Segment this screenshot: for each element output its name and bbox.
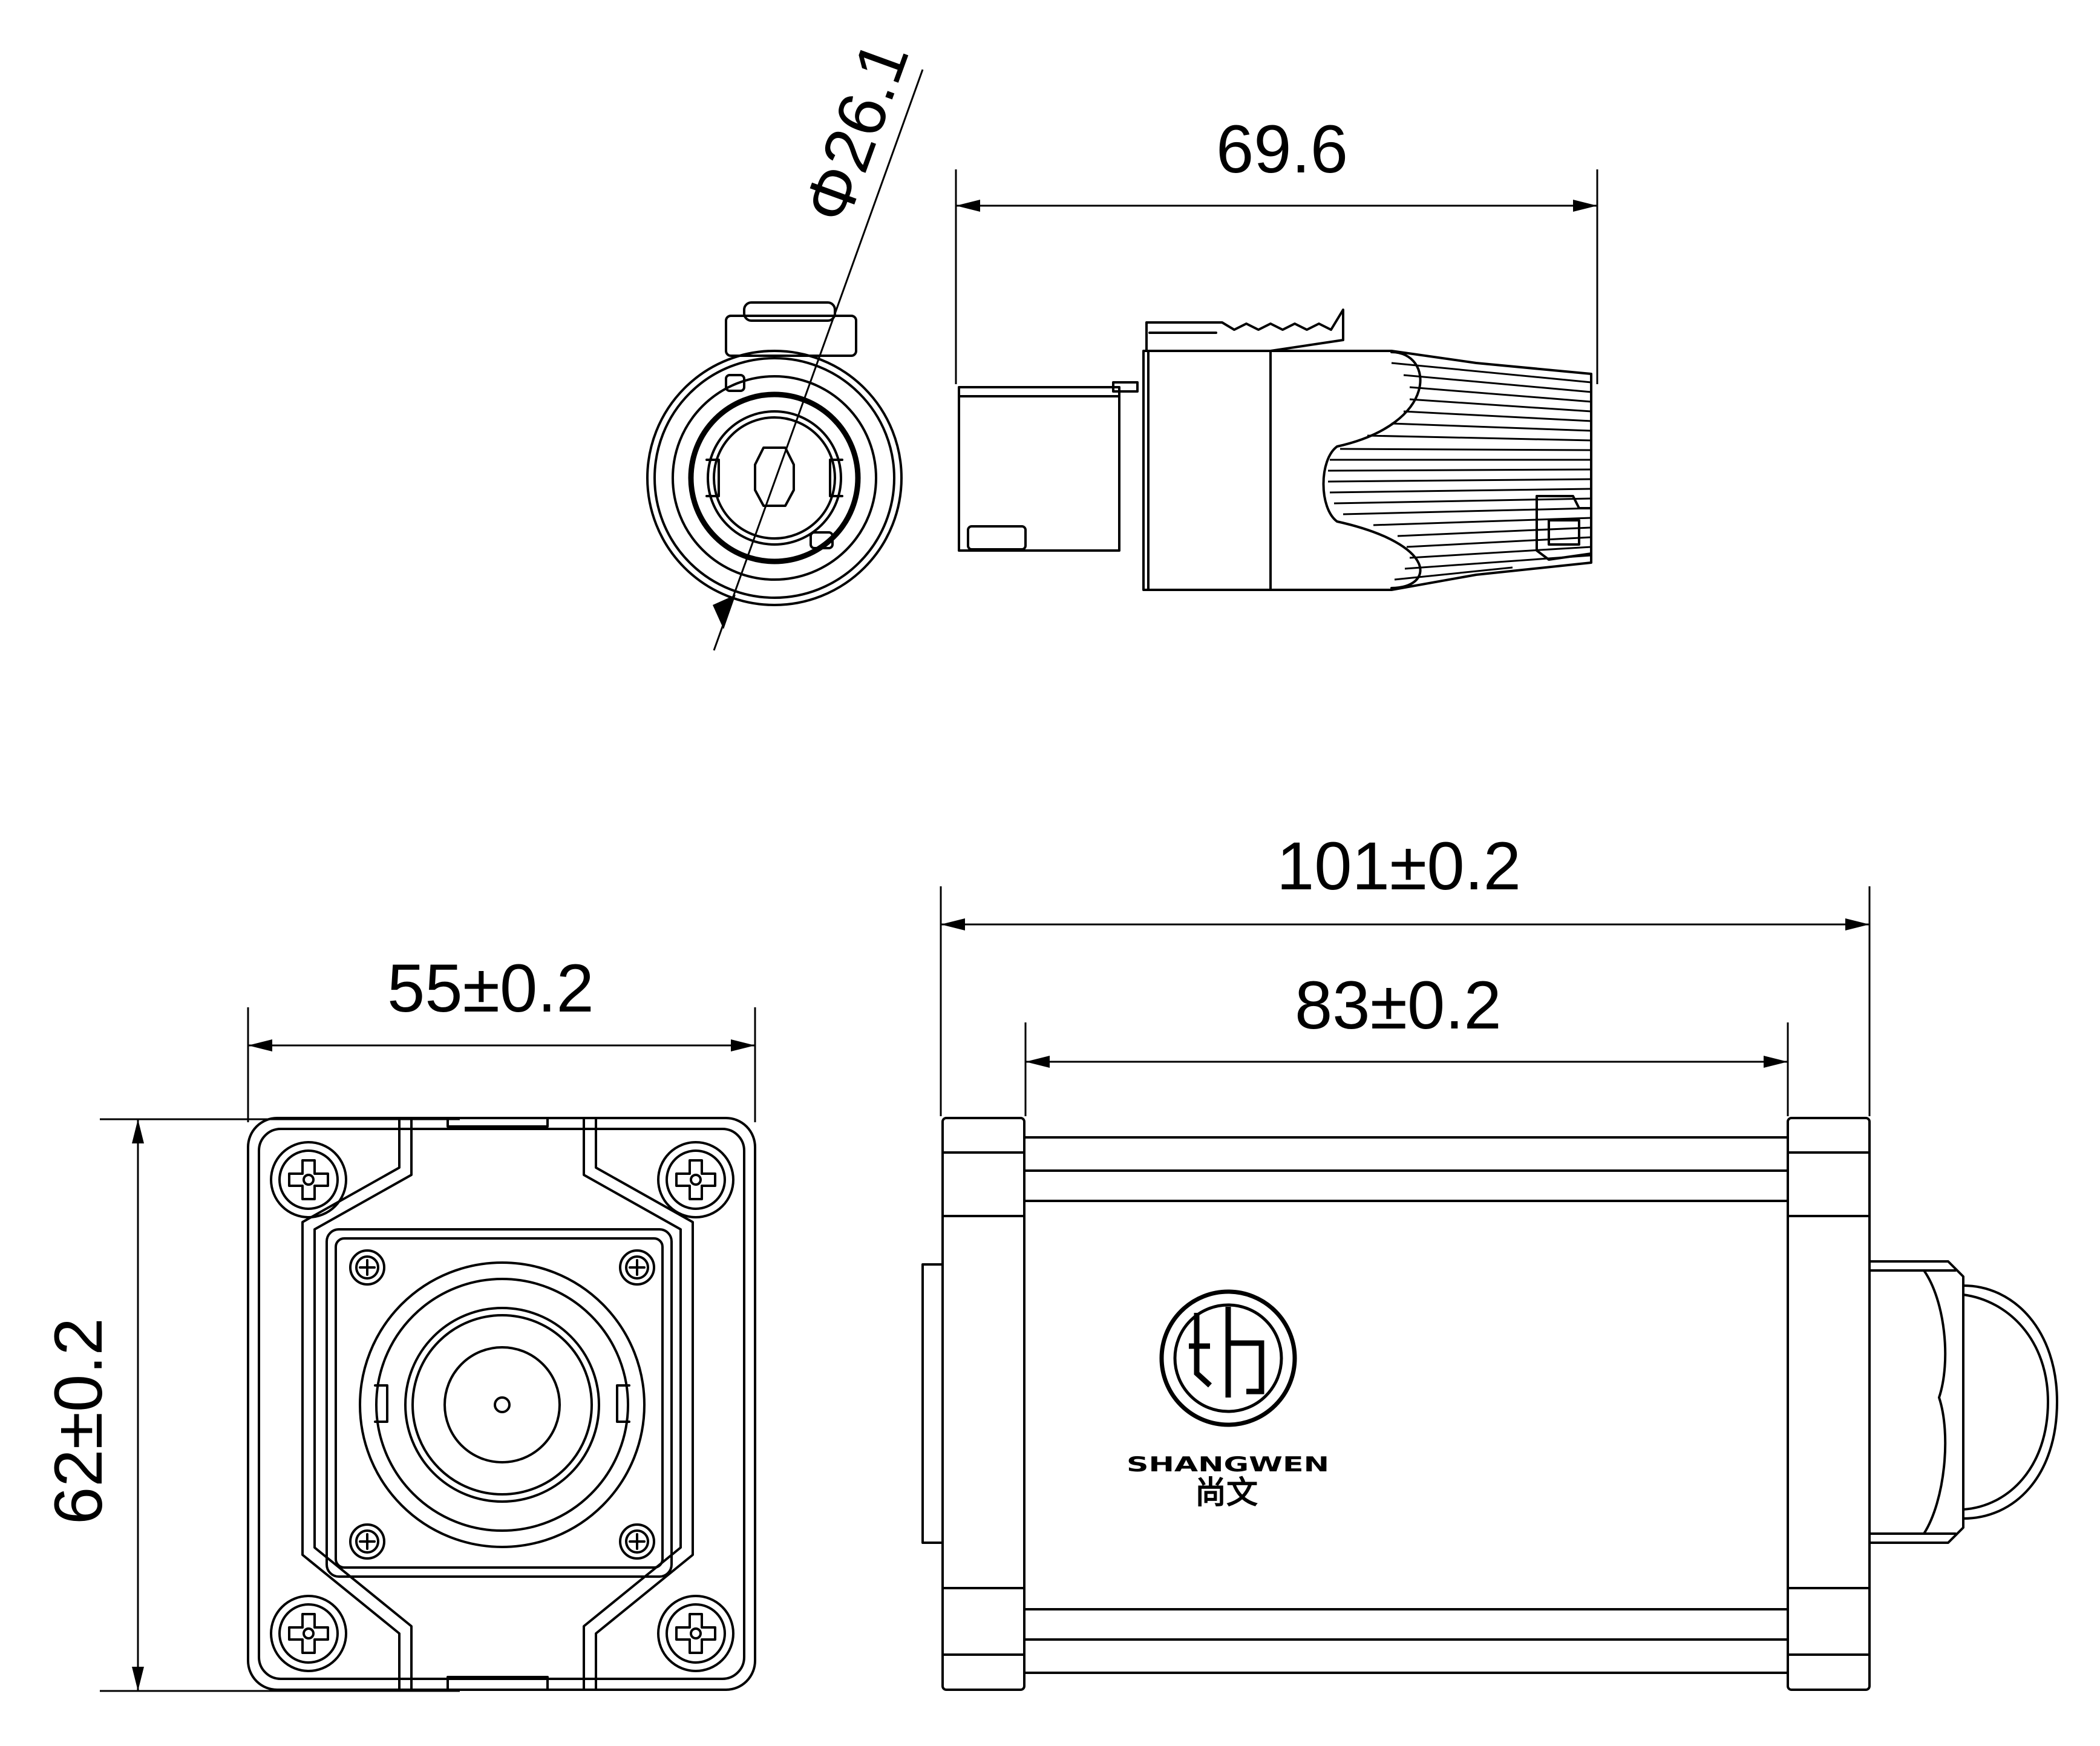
body-length-label: 83±0.2 [1295, 967, 1502, 1043]
flange-front-view: 55±0.2 62±0.2 [41, 950, 756, 1692]
plug-front-view: Φ26.1 [646, 31, 924, 651]
grip-ribs [1327, 362, 1592, 581]
flange-height-label: 62±0.2 [41, 1318, 116, 1525]
inner-screws [349, 1249, 655, 1560]
flange-width-label: 55±0.2 [387, 950, 594, 1026]
brand-name-text: SHANGWEN [1127, 1453, 1329, 1477]
diameter-label: Φ26.1 [788, 31, 923, 232]
brand-chinese-text: 尚文 [1195, 1475, 1258, 1511]
plug-length-label: 69.6 [1216, 111, 1348, 187]
brand-logo: SHANGWEN 尚文 [1127, 1289, 1329, 1511]
overall-length-label: 101±0.2 [1277, 828, 1521, 904]
body-side-view: 101±0.2 83±0.2 [921, 828, 2058, 1691]
corner-screws [270, 1141, 734, 1672]
diameter-leader-line [713, 69, 924, 651]
plug-side-view: 69.6 [955, 111, 1598, 591]
